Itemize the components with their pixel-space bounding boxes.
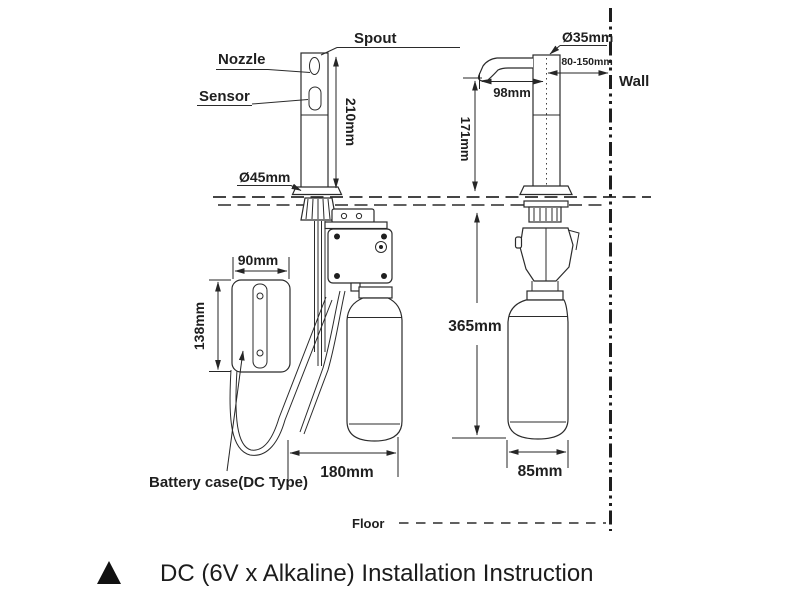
dim-spout-reach: 98mm — [479, 73, 544, 100]
dim-spout-height: 210mm — [333, 56, 359, 189]
nozzle-label: Nozzle — [218, 51, 266, 68]
locking-plate — [523, 200, 569, 208]
base-diameter-text: Ø45mm — [239, 169, 290, 185]
spout-tube — [477, 57, 533, 82]
bottle-neck-ring — [358, 286, 393, 299]
caption: DC (6V x Alkaline) Installation Instruct… — [97, 560, 594, 587]
spout-label: Spout — [354, 30, 397, 47]
battery-case-slot — [252, 283, 268, 369]
box-port — [375, 241, 387, 253]
battery-case-text: Battery case(DC Type) — [149, 474, 308, 491]
locking-collar — [528, 206, 562, 223]
dim-spout-tip-height: 171mm — [458, 77, 482, 192]
power-wires — [299, 290, 346, 435]
slot-screw-hole — [256, 349, 264, 357]
base-flange-front — [291, 186, 343, 196]
bracket-plate — [324, 221, 388, 230]
box-screws — [334, 233, 387, 279]
soap-bottle-side — [507, 299, 569, 440]
bracket-hole — [340, 212, 348, 220]
dim-battery-height: 138mm — [191, 279, 231, 372]
label-nozzle: Nozzle — [216, 51, 311, 73]
battery-width-text: 90mm — [238, 252, 278, 268]
slot-screw-hole — [256, 292, 264, 300]
wall-label: Wall — [619, 73, 649, 90]
wall-distance-text: 80-150mm — [561, 56, 612, 68]
bottle-neck-side — [531, 281, 559, 291]
under-counter-depth-text: 180mm — [320, 464, 373, 481]
reference-lines — [213, 8, 651, 531]
floor-label: Floor — [352, 516, 385, 531]
spout-tip-height-text: 171mm — [458, 117, 473, 162]
mounting-bracket — [331, 208, 375, 224]
dim-under-counter-height: 365mm — [448, 212, 506, 439]
dim-base-diameter: Ø45mm — [237, 169, 302, 191]
dispenser-body-front — [300, 52, 329, 189]
sensor-label: Sensor — [199, 88, 250, 105]
side-view-dispenser — [477, 54, 573, 196]
label-sensor: Sensor — [197, 88, 309, 106]
under-counter-height-text: 365mm — [448, 318, 501, 335]
pump-bracket — [567, 229, 580, 251]
dim-wall-distance: 80-150mm — [547, 56, 613, 76]
spout-reach-text: 98mm — [493, 85, 531, 100]
pump-knob — [514, 236, 523, 249]
soap-bottle-front — [346, 286, 403, 442]
battery-case: 90mm 138mm Battery case(DC Type) — [149, 252, 333, 491]
bottle-ring-side — [526, 290, 564, 301]
box-port-center — [379, 245, 383, 249]
dim-bottle-width: 85mm — [506, 440, 569, 480]
under-counter-side-view — [507, 200, 580, 440]
caption-title: DC (6V x Alkaline) Installation Instruct… — [160, 560, 594, 587]
shank-threads — [305, 198, 331, 220]
bracket-hole — [355, 212, 363, 220]
nozzle-hole — [309, 57, 320, 75]
label-battery-case: Battery case(DC Type) — [149, 350, 308, 491]
dim-body-diameter: Ø35mm — [549, 29, 613, 55]
dispenser-body-side — [532, 54, 561, 189]
dim-under-counter-depth: 180mm — [287, 437, 399, 481]
battery-height-text: 138mm — [191, 302, 207, 350]
dim-battery-width: 90mm — [232, 252, 290, 279]
bottle-width-text: 85mm — [518, 463, 563, 480]
collar-threads — [533, 208, 558, 221]
spout-height-text: 210mm — [343, 98, 359, 146]
front-view-dispenser — [291, 52, 343, 196]
threaded-rods — [314, 221, 326, 366]
base-flange-side — [519, 185, 573, 196]
triangle-marker-icon — [97, 561, 121, 584]
under-counter-assembly — [299, 197, 403, 442]
battery-case-body — [231, 279, 291, 373]
label-spout: Spout — [320, 30, 460, 56]
body-diameter-text: Ø35mm — [562, 29, 613, 45]
sensor-window — [308, 86, 322, 111]
